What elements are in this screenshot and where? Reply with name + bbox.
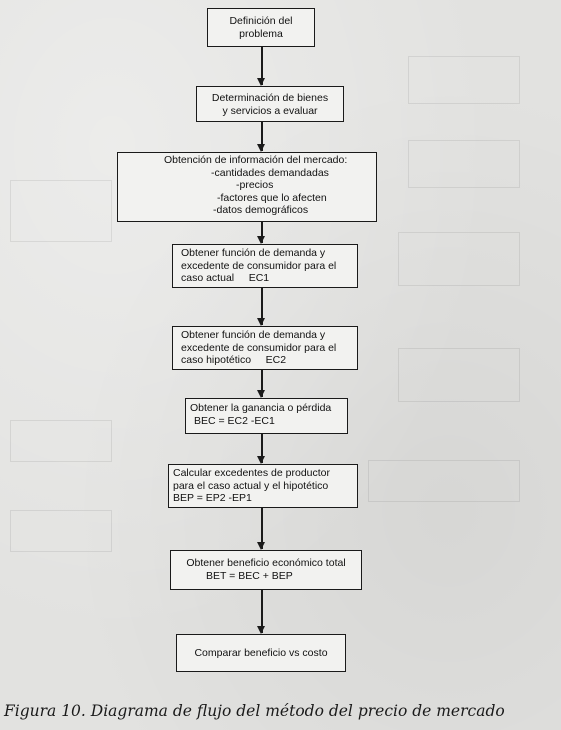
step-text-line: Determinación de bienes: [211, 92, 329, 104]
flow-step-gain-or-loss: Obtener la ganancia o pérdida BEC = EC2 …: [185, 398, 348, 434]
step-text-line: Definición del: [229, 15, 293, 27]
step-text-line: Obtener función de demanda y: [181, 247, 326, 259]
step-text-line: -datos demográficos: [213, 204, 309, 216]
step-text-line: BEP = EP2 -EP1: [173, 492, 252, 504]
bleed-through-box: [10, 420, 112, 462]
flow-step-compare-benefit-cost: Comparar beneficio vs costo: [176, 634, 346, 672]
step-text-line: caso hipotético EC2: [181, 354, 287, 366]
bleed-through-box: [408, 56, 520, 104]
flow-arrow: [258, 222, 264, 244]
step-text-line: para el caso actual y el hipotético: [173, 479, 329, 492]
flow-arrow: [258, 590, 264, 634]
flow-step-producer-surplus: Calcular excedentes de productor para el…: [168, 464, 358, 508]
flow-step-demand-current-case: Obtener función de demanda y excedente d…: [172, 244, 358, 288]
figure-caption: Figura 10. Diagrama de flujo del método …: [4, 702, 505, 720]
step-text-line: y servicios a evaluar: [222, 104, 318, 117]
step-text-line: caso actual EC1: [181, 272, 270, 284]
step-text-line: -factores que lo afecten: [217, 191, 327, 204]
flow-arrow: [258, 288, 264, 326]
flow-arrow: [258, 508, 264, 550]
step-text-line: Obtención de información del mercado:: [164, 154, 348, 166]
flow-step-market-information: Obtención de información del mercado: -c…: [117, 152, 377, 222]
bleed-through-box: [10, 510, 112, 552]
step-text-line: excedente de consumidor para el: [181, 259, 337, 272]
step-text-line: Comparar beneficio vs costo: [194, 647, 328, 659]
step-text-line: BET = BEC + BEP: [206, 569, 293, 582]
flow-arrow: [258, 47, 264, 86]
flow-arrow: [258, 370, 264, 398]
step-text-line: Obtener la ganancia o pérdida: [190, 402, 332, 414]
step-text-line: BEC = EC2 -EC1: [194, 414, 275, 427]
flow-step-problem-definition: Definición del problema: [207, 8, 315, 47]
bleed-through-box: [398, 348, 520, 402]
flow-step-goods-services: Determinación de bienes y servicios a ev…: [196, 86, 344, 122]
bleed-through-box: [398, 232, 520, 286]
step-text-line: Obtener función de demanda y: [181, 329, 326, 341]
step-text-line: Obtener beneficio económico total: [186, 557, 346, 569]
step-text-line: -cantidades demandadas: [211, 166, 329, 179]
bleed-through-box: [368, 460, 520, 502]
step-text-line: Calcular excedentes de productor: [173, 467, 331, 479]
step-text-line: -precios: [236, 179, 274, 191]
bleed-through-box: [408, 140, 520, 188]
step-text-line: excedente de consumidor para el: [181, 341, 337, 354]
flow-arrow: [258, 434, 264, 464]
flow-arrow: [258, 122, 264, 152]
flow-step-total-economic-benefit: Obtener beneficio económico total BET = …: [170, 550, 362, 590]
step-text-line: problema: [239, 27, 283, 40]
bleed-through-box: [10, 180, 112, 242]
flow-step-demand-hypothetical-case: Obtener función de demanda y excedente d…: [172, 326, 358, 370]
